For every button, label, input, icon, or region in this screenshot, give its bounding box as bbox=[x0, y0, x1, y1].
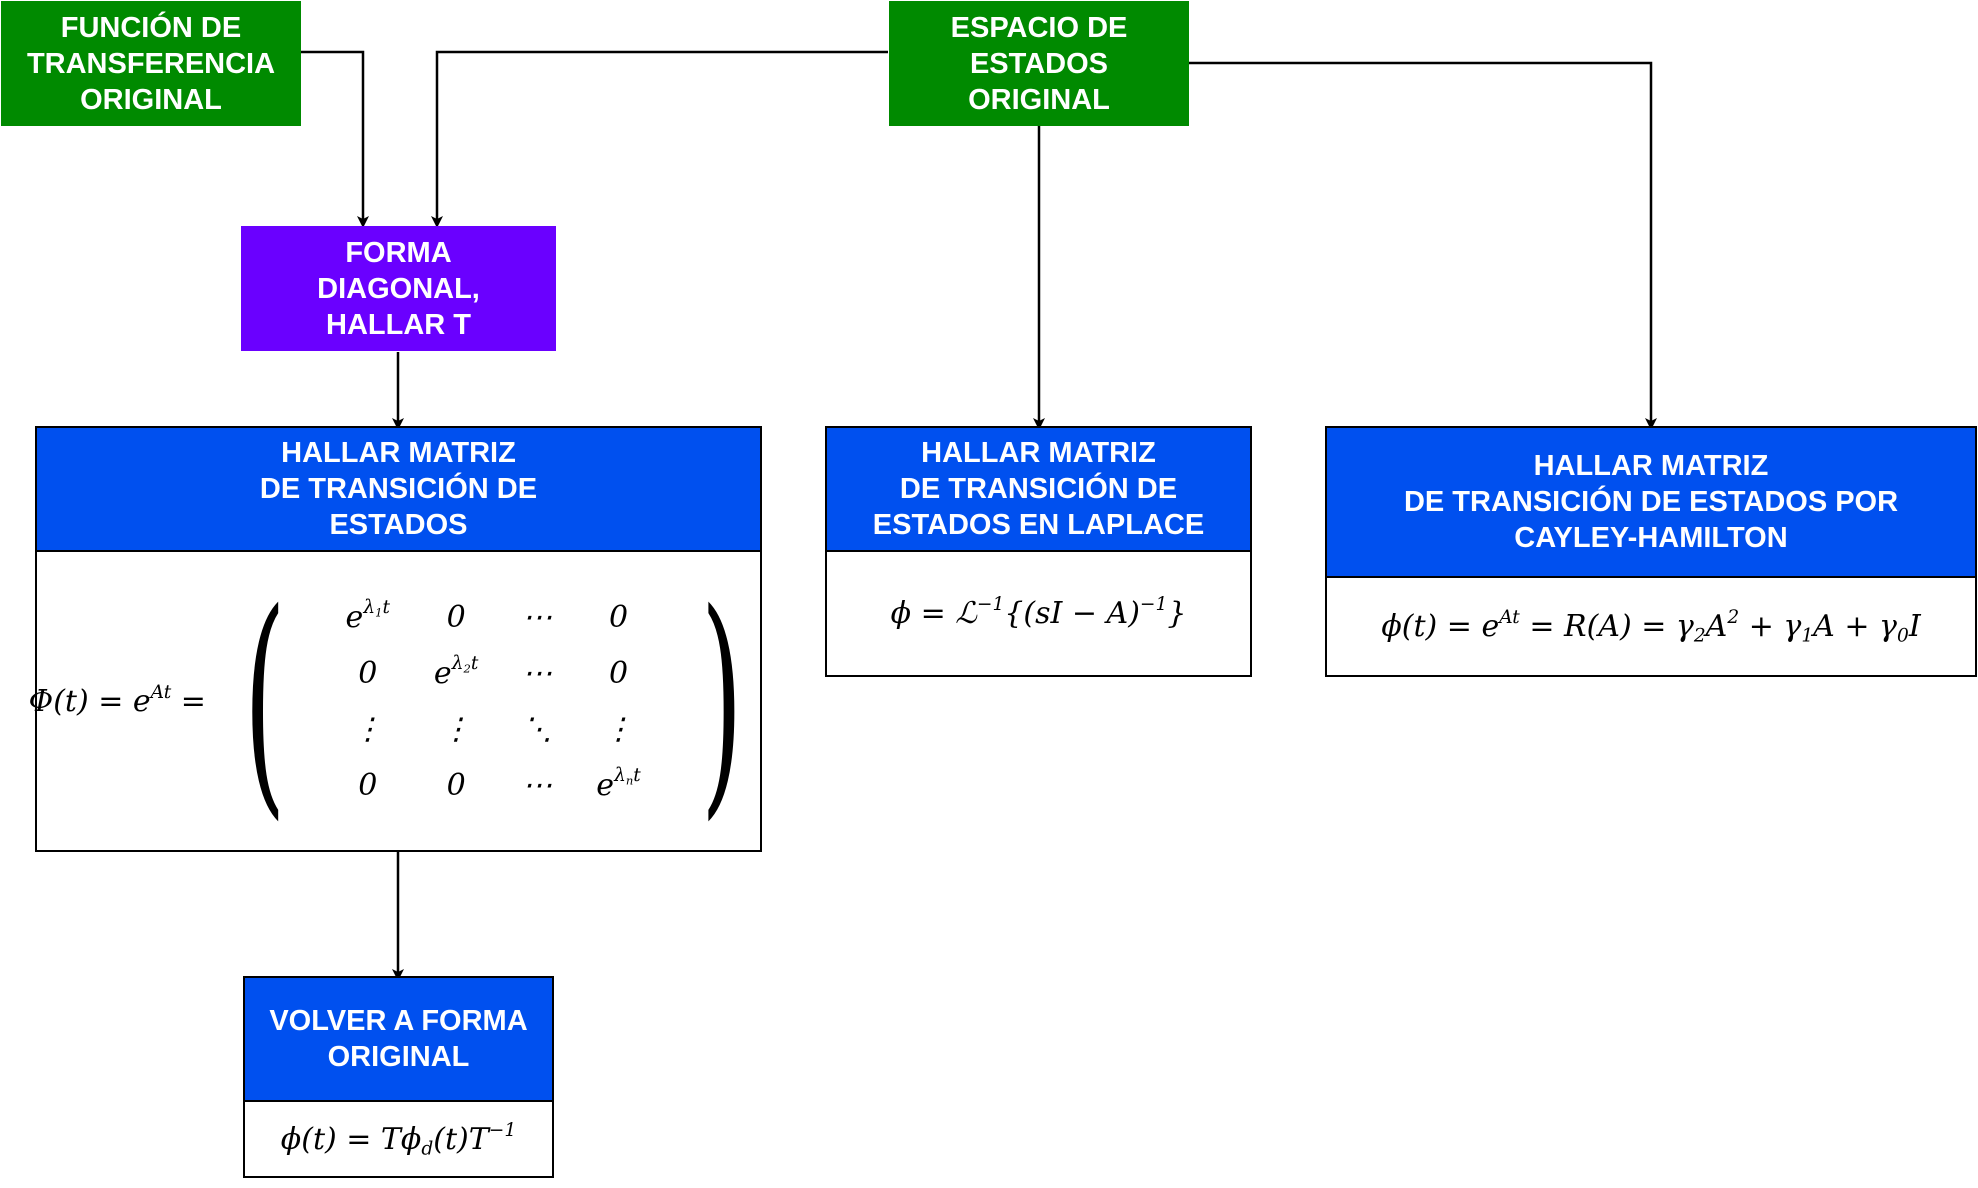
matrix-cell: ⋯ bbox=[522, 767, 553, 803]
node-state-space-original: ESPACIO DE ESTADOS ORIGINAL bbox=[889, 1, 1189, 126]
node-transfer-function-original: FUNCIÓN DE TRANSFERENCIA ORIGINAL bbox=[1, 1, 301, 126]
matrix-cell: 0 bbox=[608, 655, 629, 691]
edge-tf-to-diagonal bbox=[300, 50, 369, 228]
node-return-original-header: VOLVER A FORMA ORIGINAL bbox=[243, 976, 554, 1102]
matrix-cell: ⋯ bbox=[522, 599, 553, 635]
matrix-cell: eλnt bbox=[596, 765, 641, 803]
left-paren: ( bbox=[243, 561, 286, 841]
diagonal-matrix: eλ1t 0 ⋯ 0 0 eλ2t ⋯ 0 ⋮ ⋮ ⋱ ⋮ 0 0 ⋯ eλ bbox=[324, 589, 663, 813]
node-diagonal-form: FORMA DIAGONAL, HALLAR T bbox=[241, 226, 556, 351]
matrix-cell: ⋱ bbox=[522, 711, 553, 747]
edge-ss-to-diagonal bbox=[431, 50, 888, 228]
matrix-cell: 0 bbox=[608, 599, 629, 635]
formula-box-laplace: ϕ = ℒ−1{(sI − A)−1} bbox=[825, 550, 1252, 677]
node-stm-cayley-header: HALLAR MATRIZ DE TRANSICIÓN DE ESTADOS P… bbox=[1325, 426, 1977, 578]
matrix-cell: eλ1t bbox=[345, 597, 390, 635]
edge-ss-to-cayley bbox=[1188, 61, 1657, 430]
matrix-exponential-formula: Φ(t) = eAt = ( eλ1t 0 ⋯ 0 0 eλ2t ⋯ 0 ⋮ ⋮… bbox=[29, 581, 769, 821]
formula-box-cayley-hamilton: ϕ(t) = eAt = R(A) = γ2A2 + γ1A + γ0I bbox=[1325, 576, 1977, 677]
matrix-cell: ⋮ bbox=[441, 711, 472, 747]
right-paren: ) bbox=[700, 561, 743, 841]
matrix-cell: 0 bbox=[446, 599, 466, 635]
formula-box-return: ϕ(t) = Tϕd(t)T−1 bbox=[243, 1100, 554, 1178]
matrix-cell: eλ2t bbox=[433, 653, 479, 691]
matrix-cell: ⋮ bbox=[603, 711, 634, 747]
matrix-cell: ⋮ bbox=[352, 711, 383, 747]
formula-laplace: ϕ = ℒ−1{(sI − A)−1} bbox=[890, 593, 1187, 631]
formula-box-matrix-exponential: Φ(t) = eAt = ( eλ1t 0 ⋯ 0 0 eλ2t ⋯ 0 ⋮ ⋮… bbox=[29, 550, 762, 852]
formula-phi-lhs: Φ(t) = eAt = bbox=[28, 681, 206, 719]
matrix-cell: ⋯ bbox=[522, 655, 553, 691]
node-stm-diagonal-header: HALLAR MATRIZ DE TRANSICIÓN DE ESTADOS bbox=[35, 426, 762, 552]
matrix-cell: 0 bbox=[446, 767, 466, 803]
matrix-cell: 0 bbox=[358, 767, 378, 803]
matrix-cell: 0 bbox=[358, 655, 378, 691]
formula-return: ϕ(t) = Tϕd(t)T−1 bbox=[280, 1119, 517, 1160]
node-stm-laplace-header: HALLAR MATRIZ DE TRANSICIÓN DE ESTADOS E… bbox=[825, 426, 1252, 552]
formula-cayley-hamilton: ϕ(t) = eAt = R(A) = γ2A2 + γ1A + γ0I bbox=[1381, 606, 1921, 647]
